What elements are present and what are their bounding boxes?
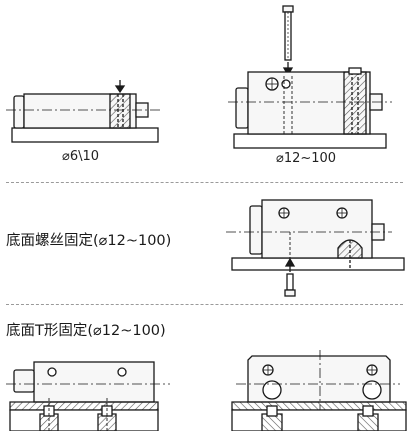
bolt-head xyxy=(282,5,294,13)
section-hatch xyxy=(109,93,131,129)
heading-t-slot: 底面T形固定(⌀12~100) xyxy=(6,323,166,339)
rear-cap xyxy=(13,95,25,129)
cylinder-t-slot-side xyxy=(6,361,170,432)
heading-bottom-screw: 底面螺丝固定(⌀12~100) xyxy=(6,233,172,249)
cylinder-small-side-mount xyxy=(6,80,160,143)
cylinder-t-slot-front xyxy=(231,350,407,432)
base-plate xyxy=(11,127,159,143)
cylinder-large-side-mount xyxy=(228,5,392,149)
caption-small-bore: ⌀6\10 xyxy=(62,149,100,164)
section-divider xyxy=(6,304,403,305)
caption-large-bore: ⌀12~100 xyxy=(276,151,337,166)
cylinder-bottom-screw-mount xyxy=(226,199,405,297)
section-divider xyxy=(6,182,403,183)
